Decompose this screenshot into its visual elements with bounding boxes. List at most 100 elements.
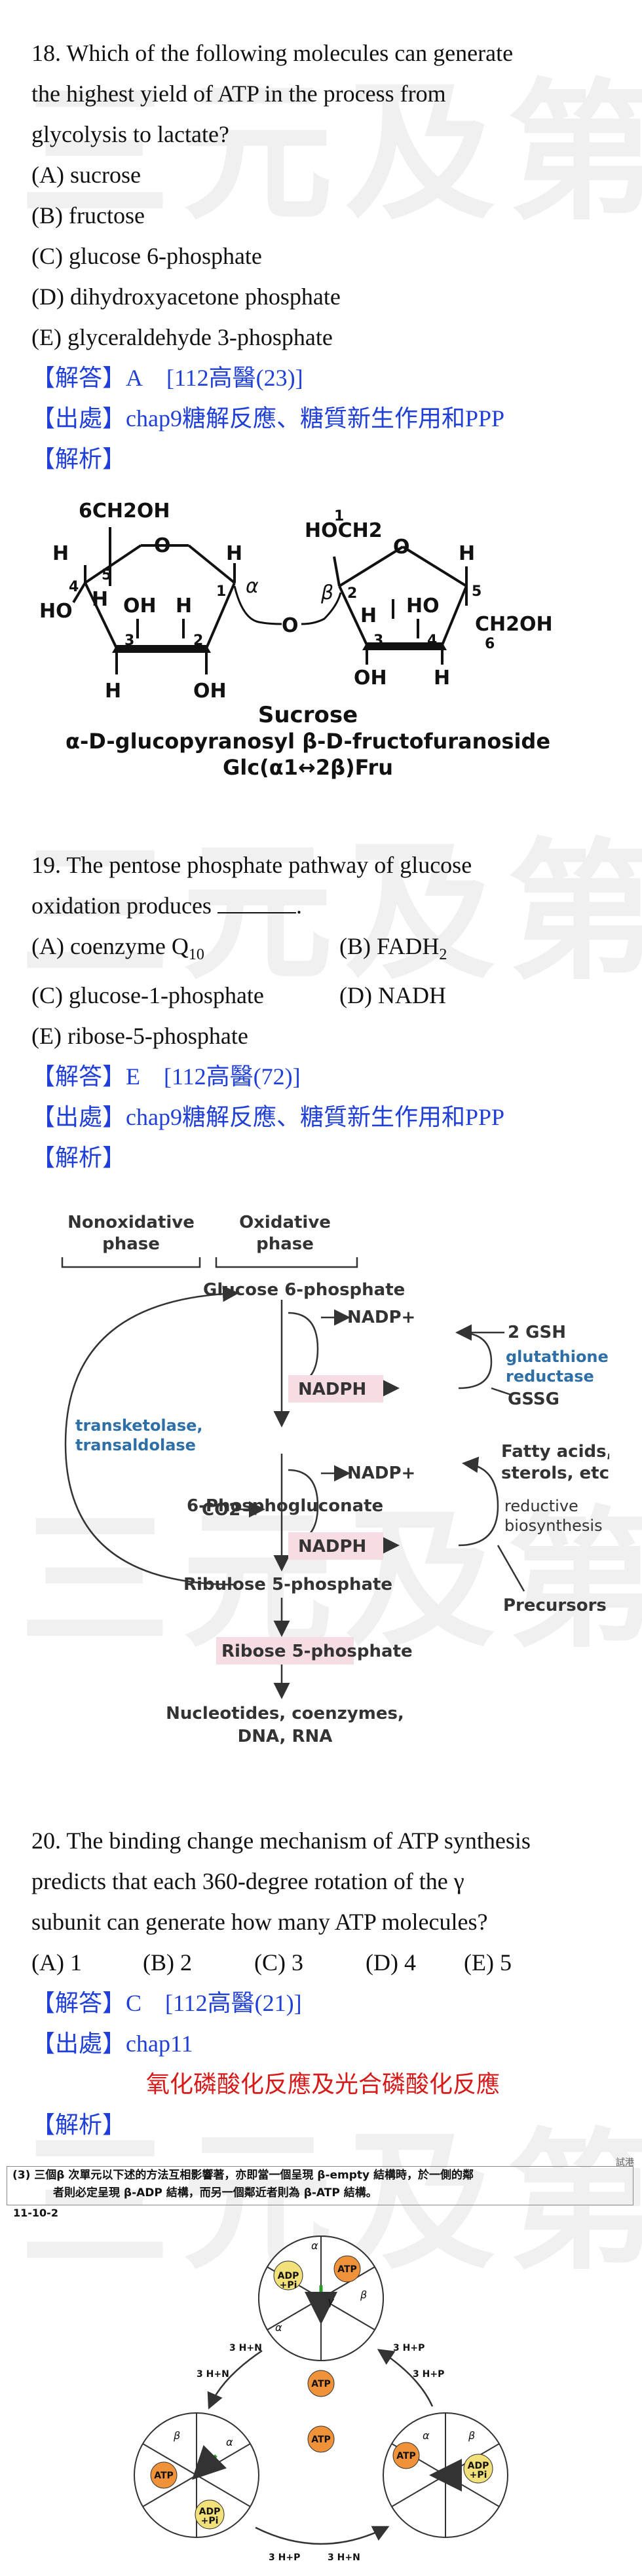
phase-label: Oxidative: [239, 1213, 331, 1232]
6-phosphogluconate: 6-Phosphogluconate: [187, 1496, 383, 1516]
precursors-label: Precursors: [503, 1596, 607, 1615]
option-c: (C) glucose 6-phosphate: [31, 243, 262, 269]
enzyme-label: reductase: [506, 1367, 594, 1386]
proton-label: 3 H+P: [269, 2552, 300, 2563]
alpha-label: α: [226, 2436, 233, 2448]
answer-line: 【解答】C[112高醫(21)]: [31, 1983, 621, 2023]
sterols-label: sterols, etc.: [501, 1463, 609, 1483]
pi-label: +Pi: [280, 2280, 297, 2291]
proton-label: 3 H+P: [413, 2369, 444, 2380]
ring-oxygen: O: [154, 534, 171, 557]
co2-label: CO2: [202, 1500, 240, 1520]
h-label: H: [360, 604, 377, 627]
option-a: (A) sucrose: [31, 162, 141, 188]
question-text: 20. The binding change mechanism of ATP …: [31, 1828, 531, 1854]
option-d: (D) NADH: [339, 982, 446, 1009]
pi-label: +Pi: [470, 2470, 487, 2480]
source-line: 【出處】chap11: [31, 2031, 193, 2057]
ho-label: HO: [39, 600, 73, 623]
adp-label: ADP: [468, 2461, 489, 2471]
atp-label: ATP: [311, 2379, 331, 2389]
answer-source: [112高醫(23)]: [166, 365, 303, 391]
proton-label: 3 H+N: [197, 2369, 229, 2380]
answer-line: 【解答】E [112高醫(72)]: [31, 1056, 621, 1097]
products-label: Nucleotides, coenzymes,: [166, 1704, 404, 1723]
sucrose-structure-figure: 6CH2OH O H H H HO OH H H OH O HOCH2 O H …: [39, 500, 553, 780]
analysis-label: 【解析】: [31, 1145, 126, 1171]
option-d: (D) dihydroxyacetone phosphate: [31, 284, 341, 310]
carbon-number: 5: [102, 567, 111, 583]
corner-note: 試港: [616, 2158, 634, 2168]
source-line: 【出處】chap9糖解反應、糖質新生作用和PPP: [31, 405, 505, 432]
carbon-number: 4: [69, 579, 79, 595]
ribose-5-phosphate: Ribose 5-phosphate: [221, 1642, 413, 1661]
option-e: (E) ribose-5-phosphate: [31, 1023, 248, 1050]
atp-label: ATP: [311, 2435, 331, 2445]
enzyme-label: transketolase,: [75, 1416, 203, 1435]
fatty-acids-label: Fatty acids,: [501, 1442, 609, 1462]
oh-label: OH: [123, 595, 157, 617]
carbon-number: 6: [485, 636, 495, 652]
answer-label: 【解答】E: [31, 1063, 140, 1090]
alpha-label: α: [423, 2429, 430, 2442]
question-text: 18. Which of the following molecules can…: [31, 40, 514, 66]
question-text: 19. The pentose phosphate pathway of glu…: [31, 852, 472, 878]
carbon-number: 1: [334, 508, 344, 524]
note-text: (3) 三個β 次單元以下述的方法互相影響著，亦即當一個呈現 β-empty 結…: [12, 2169, 474, 2182]
gsh-label: 2 GSH: [508, 1323, 566, 1342]
alpha-symbol: α: [246, 575, 259, 598]
oh-label: OH: [354, 667, 387, 690]
carbon-number: 2: [193, 633, 203, 649]
option-e: (E) 5: [464, 1949, 512, 1976]
ribulose-5-phosphate: Ribulose 5-phosphate: [183, 1575, 392, 1594]
fructose-c6-label: CH2OH: [475, 613, 553, 636]
question-text: predicts that each 360-degree rotation o…: [31, 1868, 464, 1894]
h-label: H: [176, 595, 192, 617]
ho-label: HO: [406, 595, 440, 617]
process-label: biosynthesis: [504, 1517, 603, 1535]
question-text: glycolysis to lactate?: [31, 121, 229, 147]
atp-label: ATP: [154, 2471, 174, 2481]
analysis-label: 【解析】: [31, 446, 126, 472]
binding-change-figure: 試港 (3) 三個β 次單元以下述的方法互相影響著，亦即當一個呈現 β-empt…: [0, 2154, 642, 2567]
phase-label: phase: [256, 1234, 314, 1254]
question-text: the highest yield of ATP in the process …: [31, 81, 446, 107]
option-a: (A) 1: [31, 1949, 82, 1976]
source-line: 【出處】chap9糖解反應、糖質新生作用和PPP: [31, 1104, 505, 1131]
reference-label: 11-10-2: [13, 2207, 58, 2219]
answer-source: [112高醫(21)]: [165, 1990, 302, 2016]
bridge-oxygen: O: [282, 614, 299, 637]
alpha-label: α: [311, 2239, 318, 2252]
nadp-label: NADP+: [347, 1308, 415, 1327]
gamma-label: γ: [328, 2295, 335, 2308]
figure-caption: Glc(α1↔2β)Fru: [223, 755, 393, 780]
option-c: (C) 3: [254, 1949, 303, 1976]
nadp-label: NADP+: [347, 1463, 415, 1483]
question-18: 18. Which of the following molecules can…: [31, 33, 621, 479]
nadph-label: NADPH: [298, 1537, 366, 1556]
nadph-label: NADPH: [298, 1380, 366, 1399]
proton-label: 3 H+N: [328, 2552, 360, 2563]
option-e: (E) glyceraldehyde 3-phosphate: [31, 324, 333, 350]
option-d: (D) 4: [366, 1949, 416, 1976]
h-label: H: [459, 542, 475, 565]
note-text: 者則必定呈現 β-ADP 結構，而另一個鄰近者則為 β-ATP 結構。: [53, 2186, 377, 2199]
source-detail: 氧化磷酸化反應及光合磷酸化反應: [146, 2071, 500, 2097]
gssg-label: GSSG: [508, 1389, 559, 1409]
answer-source: [112高醫(72)]: [164, 1063, 301, 1090]
glucose-6-phosphate: Glucose 6-phosphate: [203, 1280, 405, 1300]
enzyme-label: transaldolase: [75, 1436, 196, 1454]
glucose-c6-label: 6CH2OH: [79, 500, 170, 523]
option-a: (A) coenzyme Q10: [31, 933, 204, 964]
h-label: H: [226, 542, 242, 565]
option-b: (B) 2: [143, 1949, 192, 1976]
atp-synthase-rotation-diagram: ADP +Pi ATP ATP ATP ATP ADP +Pi ATP ADP …: [134, 2235, 508, 2563]
question-text: subunit can generate how many ATP molecu…: [31, 1909, 488, 1935]
enzyme-label: glutathione: [506, 1348, 609, 1366]
pentose-phosphate-pathway-figure: Nonoxidative phase Oxidative phase Gluco…: [61, 1213, 609, 1746]
option-b: (B) fructose: [31, 202, 145, 229]
ring-oxygen: O: [393, 536, 410, 559]
answer-label: 【解答】A: [31, 365, 143, 391]
carbon-number: 4: [427, 633, 437, 649]
phase-label: phase: [102, 1234, 160, 1254]
